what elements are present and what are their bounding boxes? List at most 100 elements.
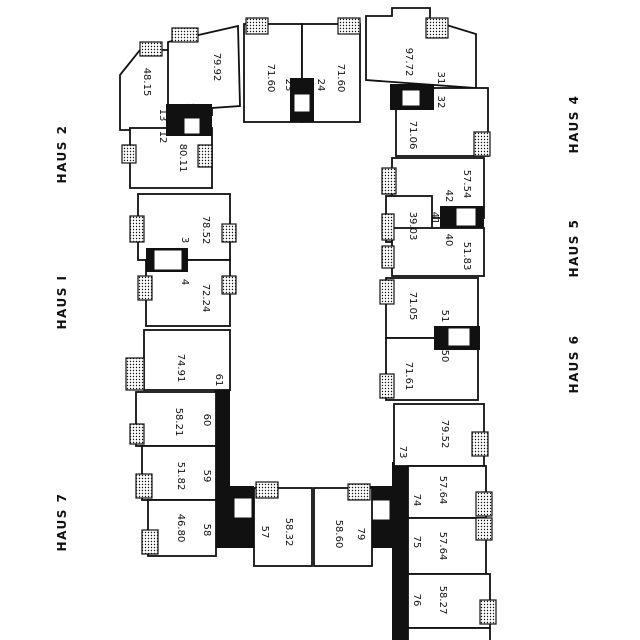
apartment-40-outline — [391, 227, 485, 277]
apartment-61-area: 74.91 — [175, 354, 186, 383]
apartment-31-outline — [365, 7, 477, 89]
apartment-79-area: 58.60 — [333, 520, 344, 549]
stair-haus-8 — [371, 499, 391, 521]
apartment-31-number: 31 — [435, 72, 446, 85]
haus-7-label: HAUS 7 — [55, 493, 69, 552]
apartment-57-number: 57 — [259, 526, 270, 539]
apartment-75-number: 75 — [411, 536, 422, 549]
balcony — [475, 517, 493, 541]
stair-haus-5 — [455, 207, 477, 227]
balcony — [125, 357, 145, 391]
apartment-4-number: 4 — [179, 279, 190, 285]
apartment-58-area: 46.80 — [175, 514, 186, 543]
apartment-57-area: 58.32 — [283, 518, 294, 547]
haus-6-label: HAUS 6 — [567, 335, 581, 394]
apartment-58-number: 58 — [201, 524, 212, 537]
apartment-24-area: 71.60 — [335, 64, 346, 93]
apartment-59-number: 59 — [201, 470, 212, 483]
building-haus-2 — [119, 24, 241, 189]
apartment-14-number: 14 — [184, 103, 195, 116]
apartment-40-number: 40 — [443, 234, 454, 247]
apartment-14-area: 79.92 — [211, 53, 222, 82]
apartment-31-area: 97.72 — [403, 48, 414, 77]
apartment-74-number: 74 — [411, 494, 422, 507]
building-haus-5 — [381, 157, 485, 277]
apartment-77-outline — [407, 627, 491, 640]
haus-5-label: HAUS 5 — [567, 219, 581, 278]
balcony — [141, 529, 159, 555]
apartment-42-number: 42 — [443, 190, 454, 203]
balcony — [475, 491, 493, 517]
balcony — [121, 144, 137, 164]
apartment-75-area: 57.64 — [437, 532, 448, 561]
stair-haus-1 — [153, 249, 183, 271]
balcony — [255, 481, 279, 499]
apartment-74-outline — [407, 465, 487, 519]
stair-haus-2 — [183, 117, 201, 135]
apartment-4-area: 72.24 — [200, 284, 211, 313]
balcony — [337, 17, 361, 35]
balcony — [471, 431, 489, 457]
apartment-73-outline — [393, 403, 485, 467]
apartment-79-outline — [313, 487, 373, 567]
balcony — [379, 373, 395, 399]
balcony — [379, 279, 395, 305]
apartment-13-area: 48.15 — [141, 68, 152, 97]
apartment-40-area: 51.83 — [461, 242, 472, 271]
building-haus-3 — [243, 17, 361, 123]
apartment-61-outline — [143, 329, 231, 391]
apartment-51-area: 71.05 — [407, 292, 418, 321]
building-haus-8 — [313, 403, 497, 640]
house-labels: HAUS I HAUS 2 HAUS 4 HAUS 5 HAUS 6 HAUS … — [55, 95, 581, 552]
apartment-32-number: 32 — [435, 96, 446, 109]
balcony — [381, 245, 395, 269]
apartment-59-outline — [141, 445, 217, 501]
balcony — [221, 223, 237, 243]
apartment-59-area: 51.82 — [175, 462, 186, 491]
apartment-79-number: 79 — [355, 528, 366, 541]
building-haus-1 — [129, 193, 237, 327]
apartment-24-number: 24 — [315, 79, 326, 92]
apartment-73-number: 73 — [397, 446, 408, 459]
haus-2-label: HAUS 2 — [55, 125, 69, 184]
apartment-60-number: 60 — [201, 414, 212, 427]
building-haus-6 — [379, 277, 480, 401]
balcony — [137, 275, 153, 301]
apartment-75-outline — [407, 517, 487, 575]
apartment-76-outline — [407, 573, 491, 629]
balcony — [381, 167, 397, 195]
apartment-76-number: 76 — [411, 594, 422, 607]
building-haus-4 — [365, 7, 491, 157]
balcony — [245, 17, 269, 35]
apartment-60-area: 58.21 — [173, 408, 184, 437]
balcony — [197, 144, 213, 168]
apartment-3-number: 3 — [179, 237, 190, 243]
stair-haus-7 — [233, 497, 253, 519]
apartment-74-area: 57.64 — [437, 476, 448, 505]
balcony — [129, 215, 145, 243]
apartment-50-number: 50 — [439, 350, 450, 363]
balcony — [381, 213, 395, 241]
haus-1-label: HAUS I — [55, 275, 69, 330]
apartment-12-area: 80.11 — [177, 144, 188, 173]
balcony — [135, 473, 153, 499]
building-haus-7 — [125, 329, 313, 567]
apartment-41-number: 41 — [429, 212, 440, 225]
haus-4-label: HAUS 4 — [567, 95, 581, 154]
apartment-13-number: 13 — [157, 109, 168, 122]
apartment-labels: 12 80.11 13 48.15 14 79.92 23 71.60 24 7… — [141, 48, 472, 615]
apartment-12-number: 12 — [157, 131, 168, 144]
balcony — [425, 17, 449, 39]
balcony — [347, 483, 371, 501]
stair-haus-4 — [401, 89, 421, 107]
apartment-42-area: 57.54 — [461, 170, 472, 199]
apartment-73-area: 79.52 — [439, 420, 450, 449]
apartment-50-area: 71.61 — [403, 362, 414, 391]
apartment-60-outline — [135, 391, 217, 447]
apartment-76-area: 58.27 — [437, 586, 448, 615]
stair-haus-6 — [447, 327, 471, 347]
apartment-51-number: 51 — [439, 310, 450, 323]
apartment-23-area: 71.60 — [265, 64, 276, 93]
balcony — [221, 275, 237, 295]
